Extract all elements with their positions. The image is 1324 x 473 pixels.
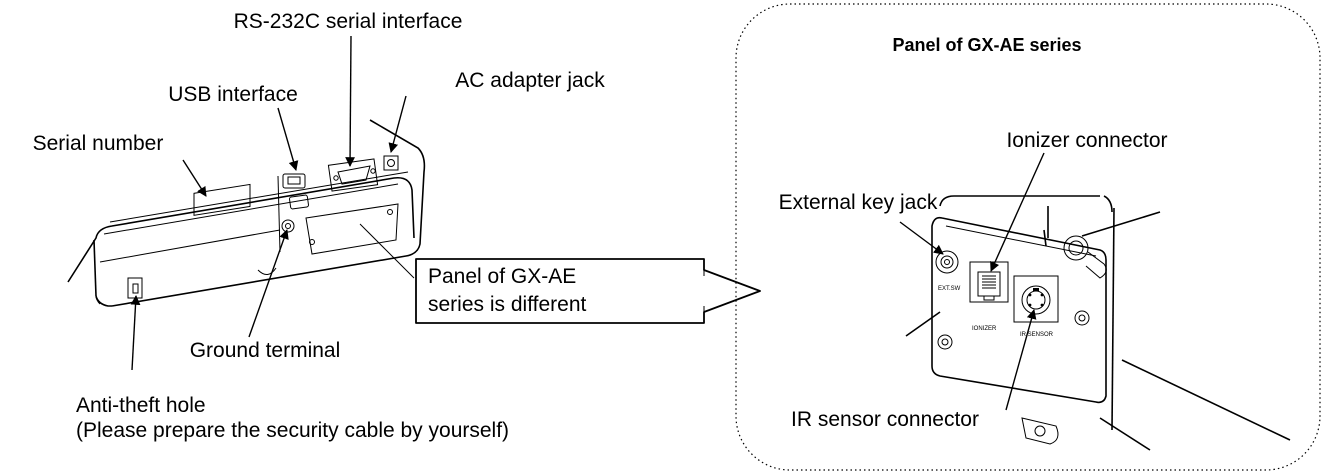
anti-theft-label: Anti-theft hole	[76, 394, 206, 417]
foot-tab	[1021, 417, 1059, 445]
ground-terminal-label: Ground terminal	[190, 339, 341, 362]
ir-sensor-marking: IR SENSOR	[1020, 332, 1054, 338]
external-key-jack	[935, 250, 959, 274]
ac-adapter-label: AC adapter jack	[455, 69, 605, 92]
ac-adapter-jack	[383, 155, 399, 171]
serial-number-label: Serial number	[33, 132, 164, 155]
callout-text-line1: Panel of GX-AE	[428, 265, 576, 288]
anti-theft-hole	[127, 277, 143, 299]
gx-ae-panel-title: Panel of GX-AE series	[892, 35, 1081, 55]
panel-screw-left	[937, 334, 953, 350]
option-panel-plate	[305, 203, 399, 255]
serial-number-plate	[193, 183, 251, 216]
ext-sw-marking: EXT.SW	[938, 286, 961, 292]
external-key-jack-label: External key jack	[779, 191, 938, 214]
ionizer-marking: IONIZER	[972, 326, 997, 332]
panel-screw-right	[1074, 310, 1090, 326]
callout-text-line2: series is different	[428, 293, 587, 316]
ir-sensor-jack	[1013, 275, 1059, 323]
usb-label: USB interface	[168, 83, 298, 106]
side-knob	[1063, 235, 1107, 279]
callout-arrow	[415, 258, 761, 324]
ionizer-jack	[969, 261, 1009, 303]
ground-terminal	[281, 219, 295, 233]
usb-port	[282, 173, 306, 189]
rs232c-label: RS-232C serial interface	[234, 10, 463, 33]
anti-theft-note: (Please prepare the security cable by yo…	[76, 419, 509, 442]
rs232c-port	[327, 158, 379, 192]
gx-ae-panel-drawing: EXT.SW IONIZER IR SENSOR	[905, 195, 1291, 451]
ionizer-connector-label: Ionizer connector	[1006, 129, 1167, 152]
ir-sensor-connector-label: IR sensor connector	[791, 408, 979, 431]
gx-ae-panel-frame	[735, 3, 1321, 471]
